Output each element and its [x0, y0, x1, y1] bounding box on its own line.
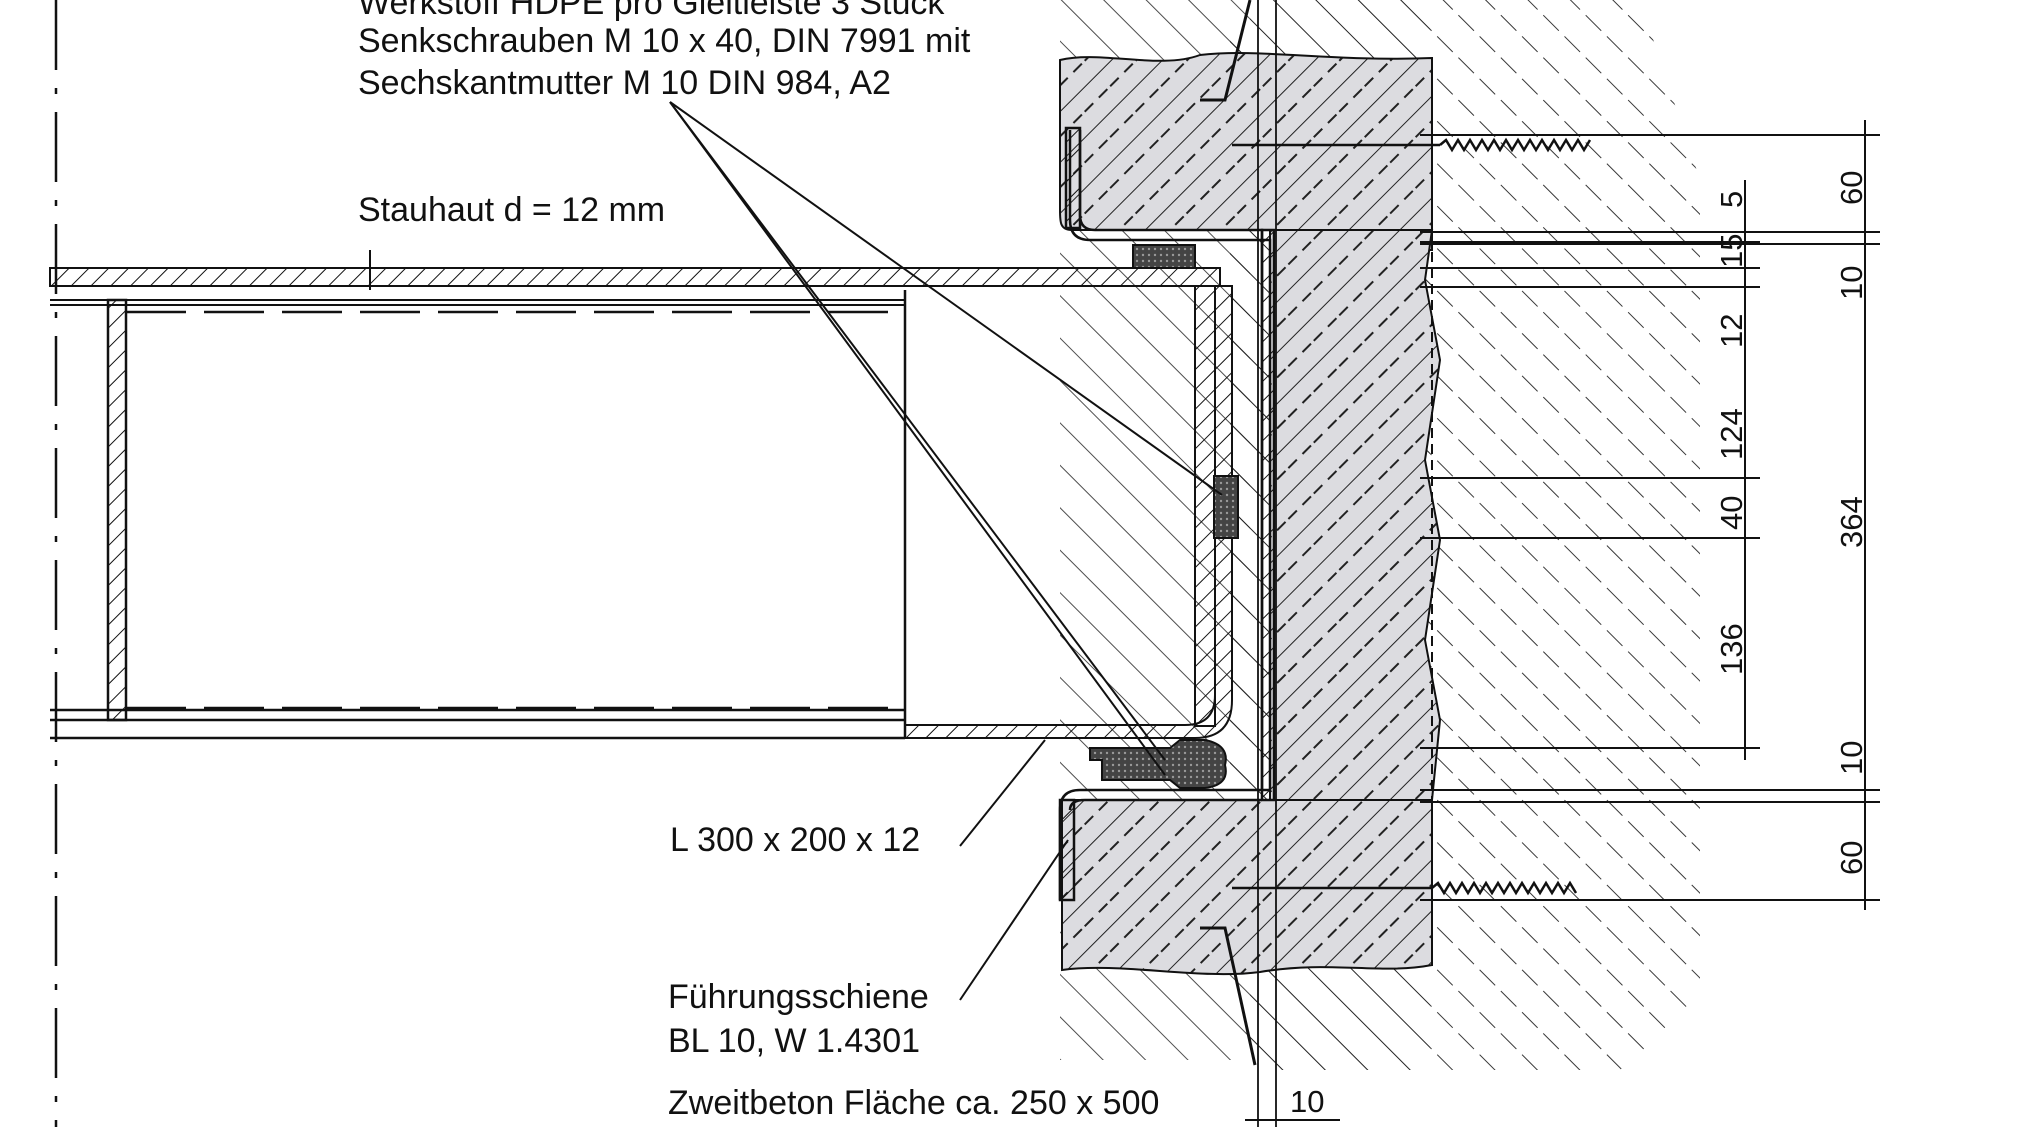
dim-5: 5 [1714, 191, 1749, 208]
dim-60-bottom: 60 [1834, 841, 1869, 875]
label-nut: Sechskantmutter M 10 DIN 984, A2 [358, 64, 891, 102]
anchor-rod-top [1232, 137, 1592, 153]
label-material: Werkstoff HDPE pro Gleitleiste 3 Stück [358, 0, 945, 22]
dimension-chain-outer [1420, 120, 1880, 910]
label-angle-profile: L 300 x 200 x 12 [670, 821, 921, 859]
dim-40: 40 [1714, 496, 1749, 530]
leader-lines [669, 101, 1223, 1001]
label-guide-rail-2: BL 10, W 1.4301 [668, 1022, 921, 1060]
label-guide-rail-1: Führungsschiene [668, 978, 929, 1016]
guide-rail [1058, 126, 1276, 902]
stirrup-bottom [1200, 926, 1257, 1066]
concrete-wall-column [1269, 229, 1442, 801]
label-stauhaut: Stauhaut d = 12 mm [358, 191, 666, 229]
label-second-concrete: Zweitbeton Fläche ca. 250 x 500 [668, 1084, 1160, 1122]
dim-136: 136 [1714, 623, 1749, 675]
stirrup-top [1200, 0, 1252, 102]
label-screws: Senkschrauben M 10 x 40, DIN 7991 mit [358, 22, 971, 60]
dim-10-top: 10 [1834, 266, 1869, 300]
dim-12: 12 [1714, 314, 1749, 348]
dim-364: 364 [1834, 496, 1869, 548]
gate-beam [50, 290, 907, 740]
dim-10-bottom: 10 [1834, 741, 1869, 775]
concrete-block-top [1059, 52, 1433, 251]
dim-15: 15 [1714, 234, 1749, 268]
sliding-strip-top [1132, 244, 1196, 269]
dim-10-bottom-axis: 10 [1290, 1084, 1324, 1119]
anchor-rod-bottom [1232, 880, 1578, 896]
dim-124: 124 [1714, 408, 1749, 460]
sliding-strip-middle [1213, 475, 1239, 539]
skin-plate [49, 250, 1221, 306]
dim-60-top: 60 [1834, 171, 1869, 205]
